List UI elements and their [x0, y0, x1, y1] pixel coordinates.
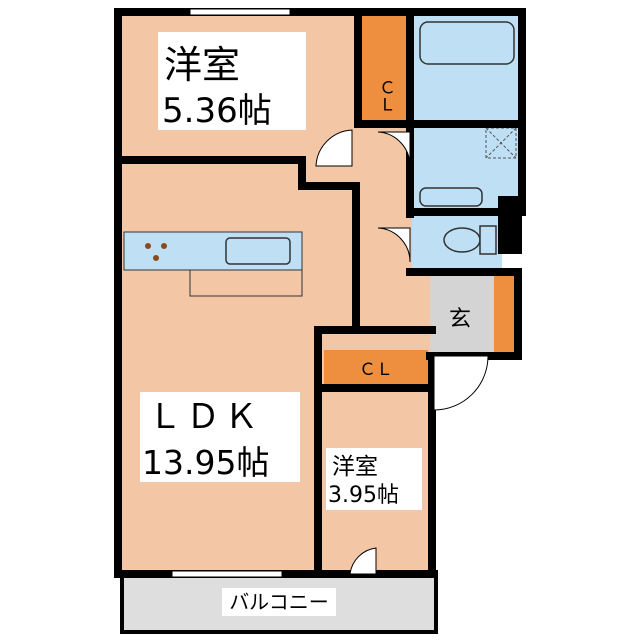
western-room-2-label-bg: [326, 448, 422, 510]
entrance-label: 玄: [449, 307, 471, 332]
toilet-bowl: [443, 227, 481, 253]
shoe-closet: [494, 272, 514, 356]
bathtub: [419, 21, 515, 65]
western-room-1-label-bg: [158, 32, 306, 130]
closet-2: [324, 350, 428, 386]
entrance-area: [430, 272, 494, 356]
balcony-area: [120, 572, 438, 634]
kitchen-sink: [225, 237, 291, 265]
window-balcony: [171, 570, 283, 578]
western-room-2-name: 洋室: [332, 454, 378, 480]
washbasin: [419, 187, 483, 207]
ldk-name: ＬＤＫ: [148, 397, 262, 437]
counter-extension: [189, 269, 303, 297]
window-top: [189, 8, 291, 16]
closet-1-label: ＣＬ: [375, 79, 395, 113]
ldk-label-bg: [140, 392, 300, 482]
ldk-area: 13.95帖: [142, 443, 269, 482]
balcony-label-bg: [222, 588, 336, 616]
balcony-label: バルコニー: [229, 590, 329, 614]
western-room-2-area: 3.95帖: [328, 483, 399, 508]
closet-1: [362, 14, 408, 122]
western-room-1-name: 洋室: [164, 43, 240, 87]
closet-2-label: ＣＬ: [359, 360, 393, 380]
western-room-1-area: 5.36帖: [162, 91, 272, 131]
